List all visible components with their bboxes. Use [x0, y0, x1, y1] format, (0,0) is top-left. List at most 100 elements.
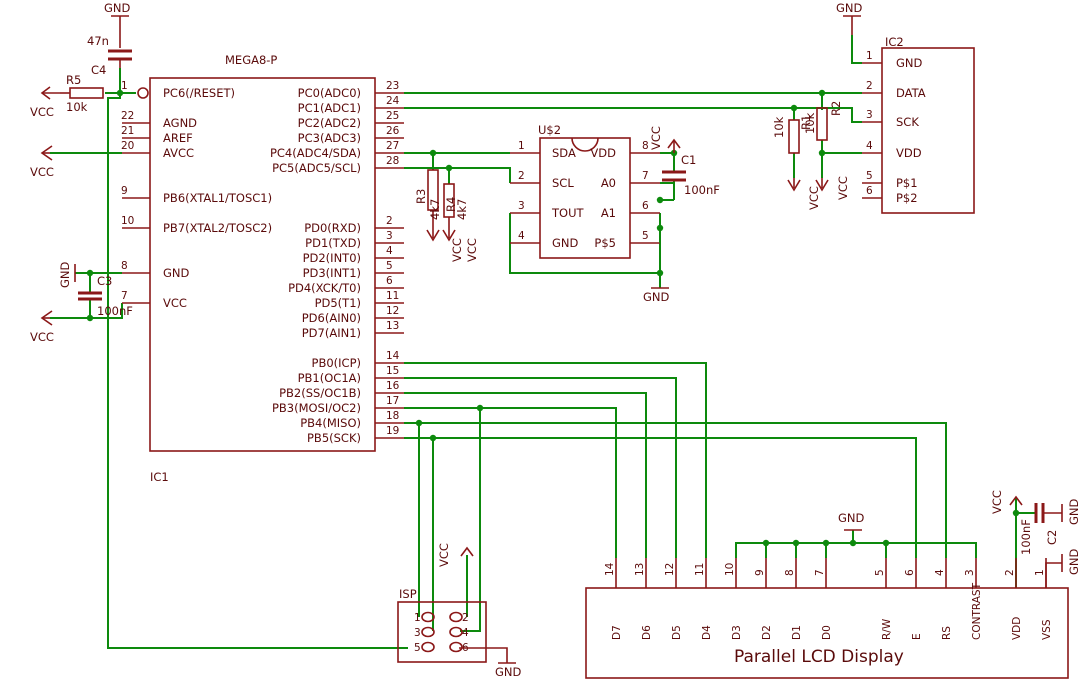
- isp-pin-pad: [421, 611, 435, 623]
- gnd-label: GND: [1067, 548, 1081, 575]
- c2-capacitor: 100nF C2 GND: [1019, 498, 1081, 555]
- pin-name: P$2: [896, 191, 918, 205]
- pin-name: D1: [791, 625, 803, 640]
- pin-name: PD0(RXD): [304, 221, 361, 235]
- vcc-label: VCC: [836, 176, 850, 200]
- pin-number: 4: [386, 245, 393, 257]
- pin-name: PB4(MISO): [300, 416, 361, 430]
- junction: [818, 149, 826, 157]
- isp-pin-pad: [449, 626, 463, 638]
- isp-pin-pad: [449, 611, 463, 623]
- vcc-arrow-icon: [787, 179, 801, 192]
- pin-name: D2: [761, 625, 773, 640]
- pin-name: PC1(ADC1): [298, 101, 361, 115]
- r1-body: [788, 119, 800, 154]
- pin-number: 6: [866, 185, 873, 197]
- junction: [656, 269, 664, 277]
- pin-name: D4: [701, 625, 713, 640]
- junction: [86, 314, 94, 322]
- lcd-body: [585, 587, 1069, 679]
- pin-number: 8: [784, 569, 796, 576]
- junction: [86, 269, 94, 277]
- pin-name: AGND: [163, 116, 197, 130]
- pin-number: 1: [866, 50, 873, 62]
- r2-resistor: R2 10k VCC: [803, 101, 850, 200]
- ic1-body: [149, 77, 376, 452]
- pin-name: PB5(SCK): [307, 431, 361, 445]
- r2-value: 10k: [803, 112, 817, 134]
- vcc-arrow-icon: [442, 229, 456, 242]
- vcc-label: VCC: [649, 126, 663, 150]
- pin-name: PB2(SS/OC1B): [279, 386, 361, 400]
- r5-body: [69, 87, 104, 99]
- pin-number: 3: [386, 230, 393, 242]
- pin-name: PC6(/RESET): [163, 86, 235, 100]
- pin-number: 1: [1034, 569, 1046, 576]
- junctions: [86, 89, 1020, 547]
- junction: [415, 419, 423, 427]
- c4-value: 47n: [87, 34, 109, 48]
- junction: [429, 149, 437, 157]
- pin-number: 6: [904, 569, 916, 576]
- pin-number: 10: [724, 563, 736, 576]
- pin-name: VCC: [163, 296, 187, 310]
- c3-capacitor: C3 100nF: [78, 274, 133, 318]
- pin-name: PD6(AIN0): [302, 311, 361, 325]
- pin-name: E: [911, 633, 923, 640]
- r4-value: 4k7: [455, 199, 469, 220]
- vcc-label: VCC: [465, 238, 479, 262]
- junction: [790, 104, 798, 112]
- pin-number: 2: [518, 170, 525, 182]
- pin-number: 1: [121, 80, 128, 92]
- isp-ref: ISP: [399, 587, 417, 601]
- r5-ref: R5: [66, 73, 81, 87]
- gnd-lead: [459, 647, 508, 663]
- vcc-arrow-icon: [40, 310, 53, 326]
- wire-reset-rail: [107, 68, 408, 649]
- pin-number: 2: [462, 612, 469, 624]
- pin-name: SCK: [896, 115, 919, 129]
- vcc-label: VCC: [990, 490, 1004, 514]
- pin-number: 28: [386, 155, 399, 167]
- pin-number: 5: [414, 642, 421, 654]
- pin-number: 3: [866, 109, 873, 121]
- pin-number: 26: [386, 125, 400, 137]
- pin-number: 13: [634, 563, 646, 576]
- vcc-arrow-icon: [1009, 495, 1023, 506]
- r3-value: 4k7: [428, 199, 442, 220]
- gnd-supply-lcd-vss: GND: [1045, 548, 1081, 588]
- pin-number: 1: [518, 140, 525, 152]
- r5-resistor: R5 10k: [60, 73, 104, 114]
- pin-number: 7: [814, 569, 826, 576]
- pin-number: 11: [694, 563, 706, 576]
- pin-number: 17: [386, 395, 399, 407]
- ic1-right-pins: 23PC0(ADC0)24PC1(ADC1)25PC2(ADC2)26PC3(A…: [270, 80, 404, 445]
- c4-ref: C4: [91, 63, 106, 77]
- vcc-label: VCC: [450, 238, 464, 262]
- wire-pb1-d5: [404, 377, 677, 558]
- pin-number: 10: [121, 215, 134, 227]
- pin-name: R/W: [881, 618, 893, 640]
- pin-name: PD4(XCK/T0): [288, 281, 361, 295]
- gnd-label: GND: [836, 1, 863, 15]
- vcc-supply-avcc: VCC: [30, 145, 54, 179]
- pin-number: 9: [121, 185, 128, 197]
- junction: [656, 196, 664, 204]
- wire-pb4-rs: [404, 422, 947, 558]
- pin-number: 2: [386, 215, 393, 227]
- pin-number: 23: [386, 80, 399, 92]
- pin-name: VDD: [896, 146, 922, 160]
- junction: [116, 89, 124, 97]
- pin-number: 5: [642, 230, 649, 242]
- pin-number: 3: [414, 627, 421, 639]
- junction: [849, 539, 857, 547]
- pin-name: VSS: [1041, 619, 1053, 640]
- wire-u2-tout: [509, 213, 660, 274]
- gnd-label: GND: [1067, 498, 1081, 525]
- lcd-pins: 14D713D612D511D410D39D28D17D05R/W6E4RS3C…: [604, 558, 1053, 640]
- c3-value: 100nF: [97, 304, 133, 318]
- junction: [762, 539, 770, 547]
